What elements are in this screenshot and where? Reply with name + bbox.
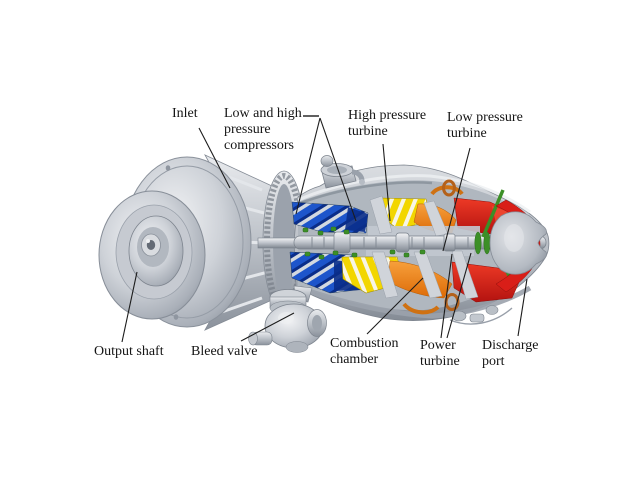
label-combustion-chamber: Combustion chamber (330, 336, 399, 367)
leader-compressors-right (319, 117, 357, 222)
label-bleed-valve: Bleed valve (191, 344, 258, 359)
label-discharge-port: Discharge port (482, 338, 539, 369)
label-hp-turbine: High pressure turbine (348, 108, 427, 139)
label-compressors: Low and high pressure compressors (224, 106, 302, 153)
output-gearbox (98, 154, 273, 331)
igniter-ring-upper (442, 179, 456, 197)
bottom-fittings (442, 179, 513, 325)
leader-output-shaft (121, 271, 138, 343)
leader-bleed-valve (240, 312, 295, 342)
leader-hp-turbine (382, 143, 391, 222)
label-power-turbine: Power turbine (420, 338, 460, 369)
top-fitting (320, 155, 365, 189)
leader-discharge-port (517, 278, 528, 337)
leader-power-turbine-left (440, 253, 453, 339)
leader-inlet (198, 127, 231, 189)
bolt-hole (165, 165, 171, 171)
rear-discharge (489, 199, 547, 293)
leader-combustion-chamber (366, 277, 424, 335)
label-output-shaft: Output shaft (94, 344, 164, 359)
leader-compressors-left (295, 117, 321, 215)
bleed-valve (248, 285, 327, 353)
bolt-hole (173, 314, 179, 320)
leader-power-turbine-right (446, 252, 472, 339)
fuel-manifold-upper (430, 185, 464, 196)
label-lp-turbine: Low pressure turbine (447, 110, 523, 141)
leader-lines (121, 115, 528, 343)
label-inlet: Inlet (172, 106, 198, 121)
leader-lp-turbine (442, 147, 471, 252)
fuel-manifold-lower (402, 302, 440, 315)
